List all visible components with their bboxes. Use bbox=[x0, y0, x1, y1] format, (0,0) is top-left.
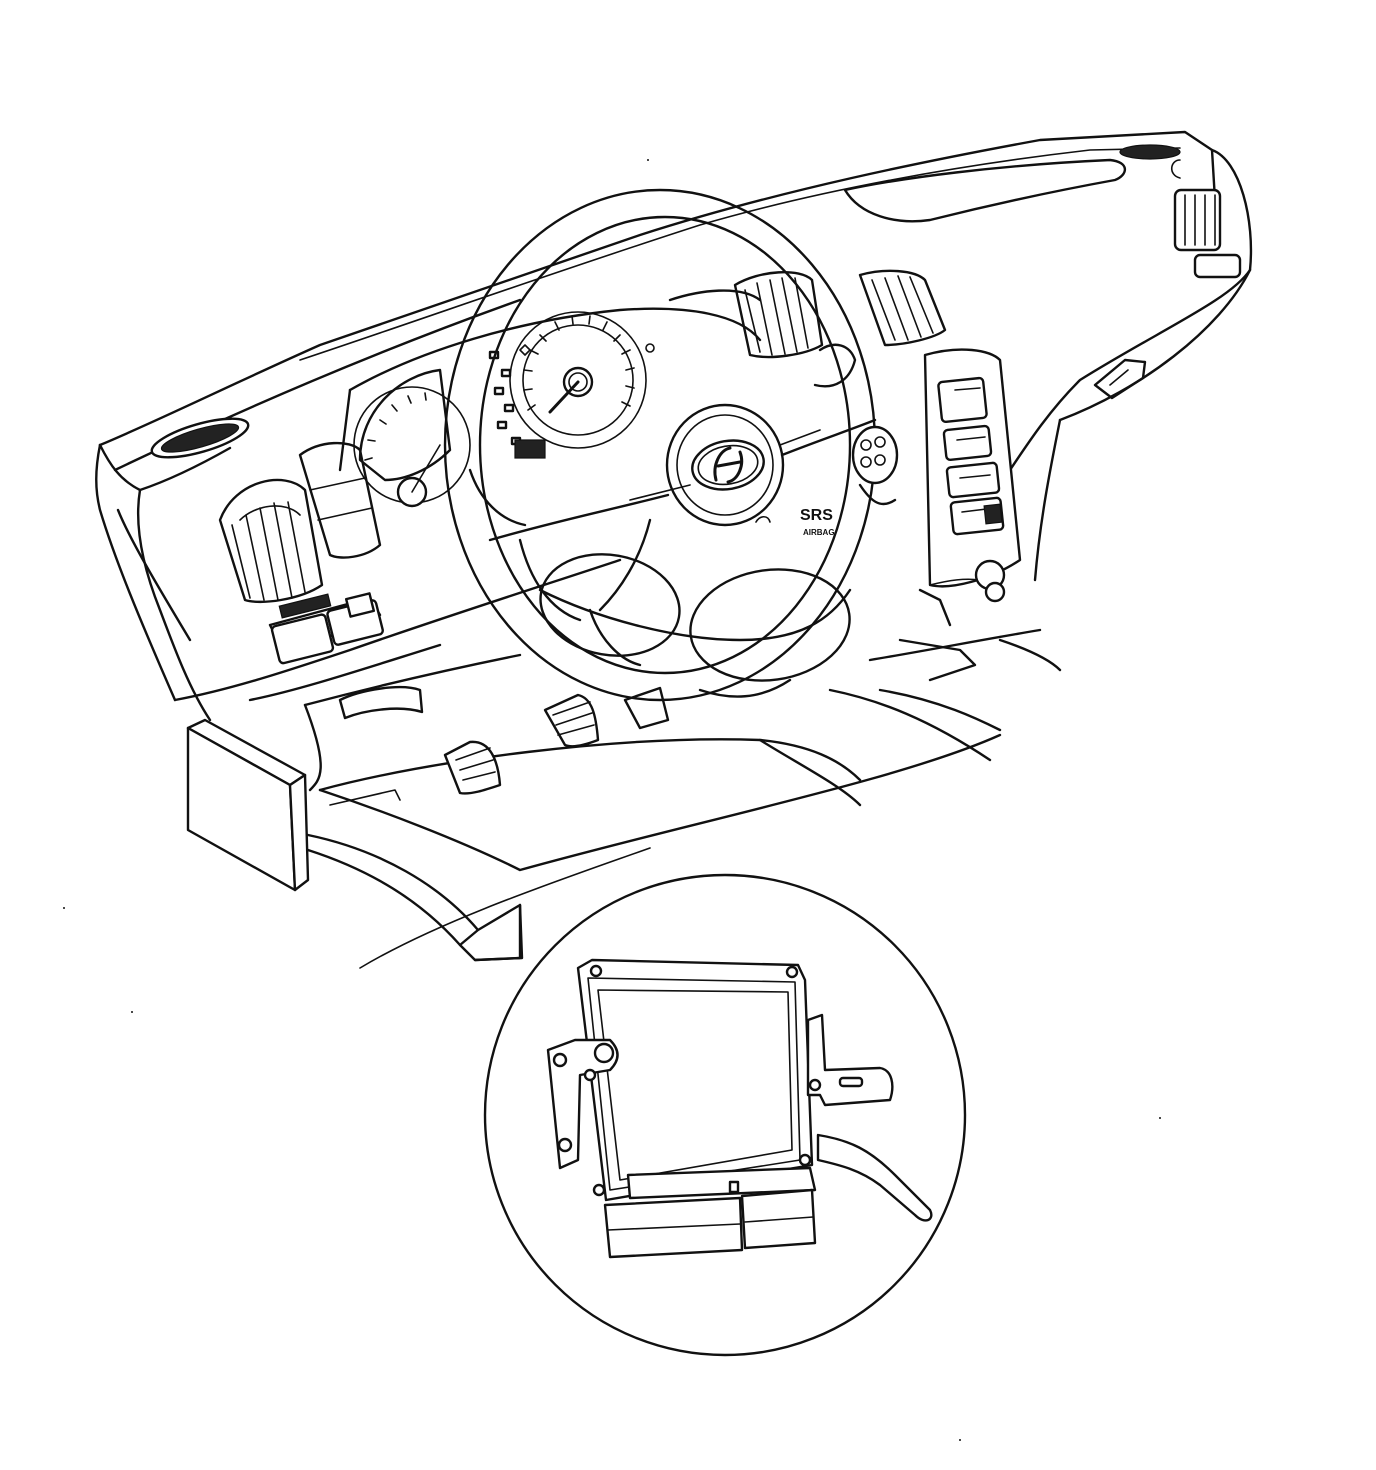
ecu-module bbox=[546, 958, 933, 1259]
steering-wheel: SRS AIRBAG bbox=[443, 188, 899, 702]
srs-label: SRS bbox=[800, 507, 833, 524]
curved-arrow-icon bbox=[306, 833, 524, 962]
speedometer-ticks bbox=[523, 315, 635, 411]
detail-callout-circle bbox=[483, 873, 967, 1357]
hyundai-logo-icon bbox=[691, 439, 765, 491]
instrument-cluster bbox=[353, 311, 655, 508]
ecu-location-box bbox=[186, 718, 310, 892]
dashboard bbox=[95, 130, 1253, 872]
warning-lights bbox=[488, 350, 546, 459]
guide-line bbox=[359, 847, 651, 969]
tachometer-ticks bbox=[364, 392, 427, 461]
airbag-label: AIRBAG bbox=[803, 528, 835, 537]
